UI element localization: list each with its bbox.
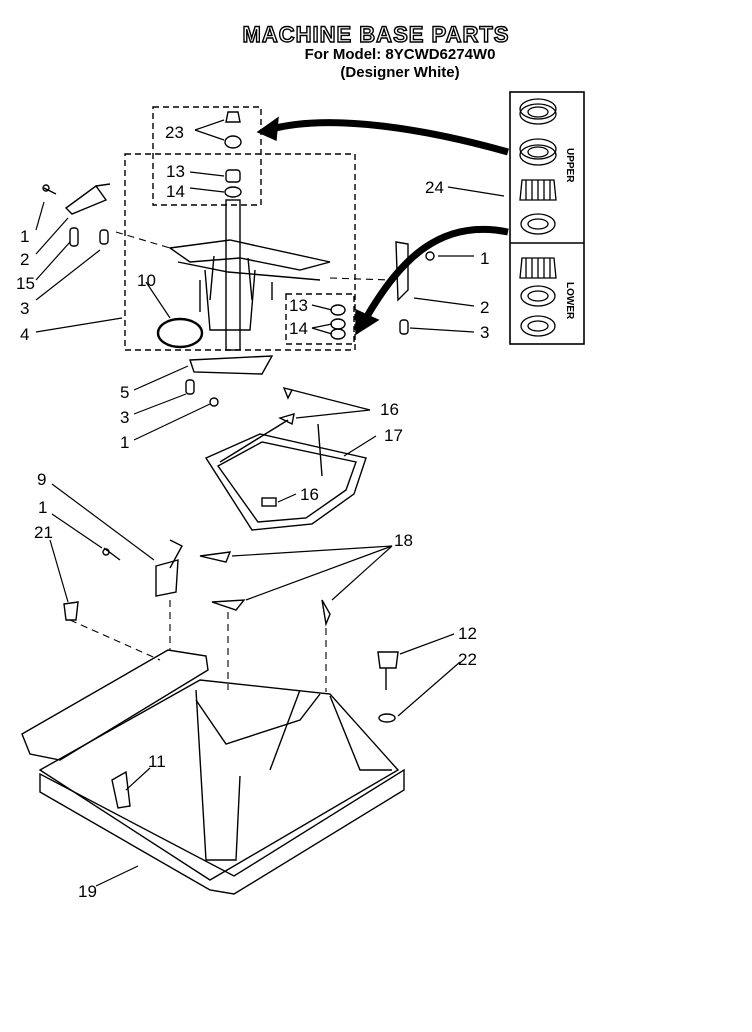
callout-19: 19 — [78, 882, 97, 901]
callout-9: 9 — [37, 470, 46, 489]
leader-lines — [35, 119, 505, 887]
callout-2a: 2 — [20, 250, 29, 269]
callout-3b: 3 — [480, 323, 489, 342]
callout-1a: 1 — [20, 227, 29, 246]
callout-21: 21 — [34, 523, 53, 542]
callout-13b: 13 — [289, 296, 308, 315]
clip-parts-icon — [63, 539, 399, 723]
callout-1c: 1 — [120, 433, 129, 452]
callout-15: 15 — [16, 274, 35, 293]
arrow-lower-icon — [362, 225, 509, 320]
snubber-ring-icon — [156, 317, 204, 349]
bearing-group-box — [285, 293, 355, 345]
callout-16a: 16 — [380, 400, 399, 419]
model-line: For Model: 8YCWD6274W0 — [304, 46, 496, 63]
assembly-guide-lines — [69, 231, 391, 692]
upper-seal-parts-icon — [224, 111, 242, 198]
bearing-inset-box — [509, 91, 585, 345]
callout-24: 24 — [425, 178, 444, 197]
callout-13a: 13 — [166, 162, 185, 181]
upper-label: UPPER — [564, 148, 575, 183]
callout-5: 5 — [120, 383, 129, 402]
callout-10: 10 — [137, 271, 156, 290]
lower-bearing-icons — [519, 257, 557, 337]
callout-23: 23 — [165, 123, 184, 142]
variant-line: (Designer White) — [340, 64, 460, 81]
callout-14a: 14 — [166, 182, 185, 201]
callout-12: 12 — [458, 624, 477, 643]
diagram-title: MACHINE BASE PARTS — [242, 21, 510, 47]
arrow-upper-head-icon — [256, 116, 279, 142]
callout-16b: 16 — [300, 485, 319, 504]
callout-1b: 1 — [480, 249, 489, 268]
brace-frame-icon — [204, 386, 367, 531]
callout-14b: 14 — [289, 319, 308, 338]
callout-3c: 3 — [120, 408, 129, 427]
callout-17: 17 — [384, 426, 403, 445]
arrow-lower-head-icon — [355, 308, 380, 336]
arrow-upper-icon — [267, 119, 509, 156]
machine-base-frame-icon — [21, 649, 405, 895]
callout-11: 11 — [148, 752, 166, 771]
lower-bearing-parts-icon — [330, 304, 346, 340]
lower-label: LOWER — [564, 282, 575, 320]
lower-bracket-icon — [185, 355, 274, 407]
upper-bearing-icons — [519, 98, 557, 235]
drive-mount-assembly-icon — [42, 183, 435, 351]
seal-group-box — [152, 106, 262, 206]
callout-4: 4 — [20, 325, 29, 344]
callout-1d: 1 — [38, 498, 47, 517]
callout-22: 22 — [458, 650, 477, 669]
callout-2b: 2 — [480, 298, 489, 317]
callout-3a: 3 — [20, 299, 29, 318]
callout-18: 18 — [394, 531, 413, 550]
